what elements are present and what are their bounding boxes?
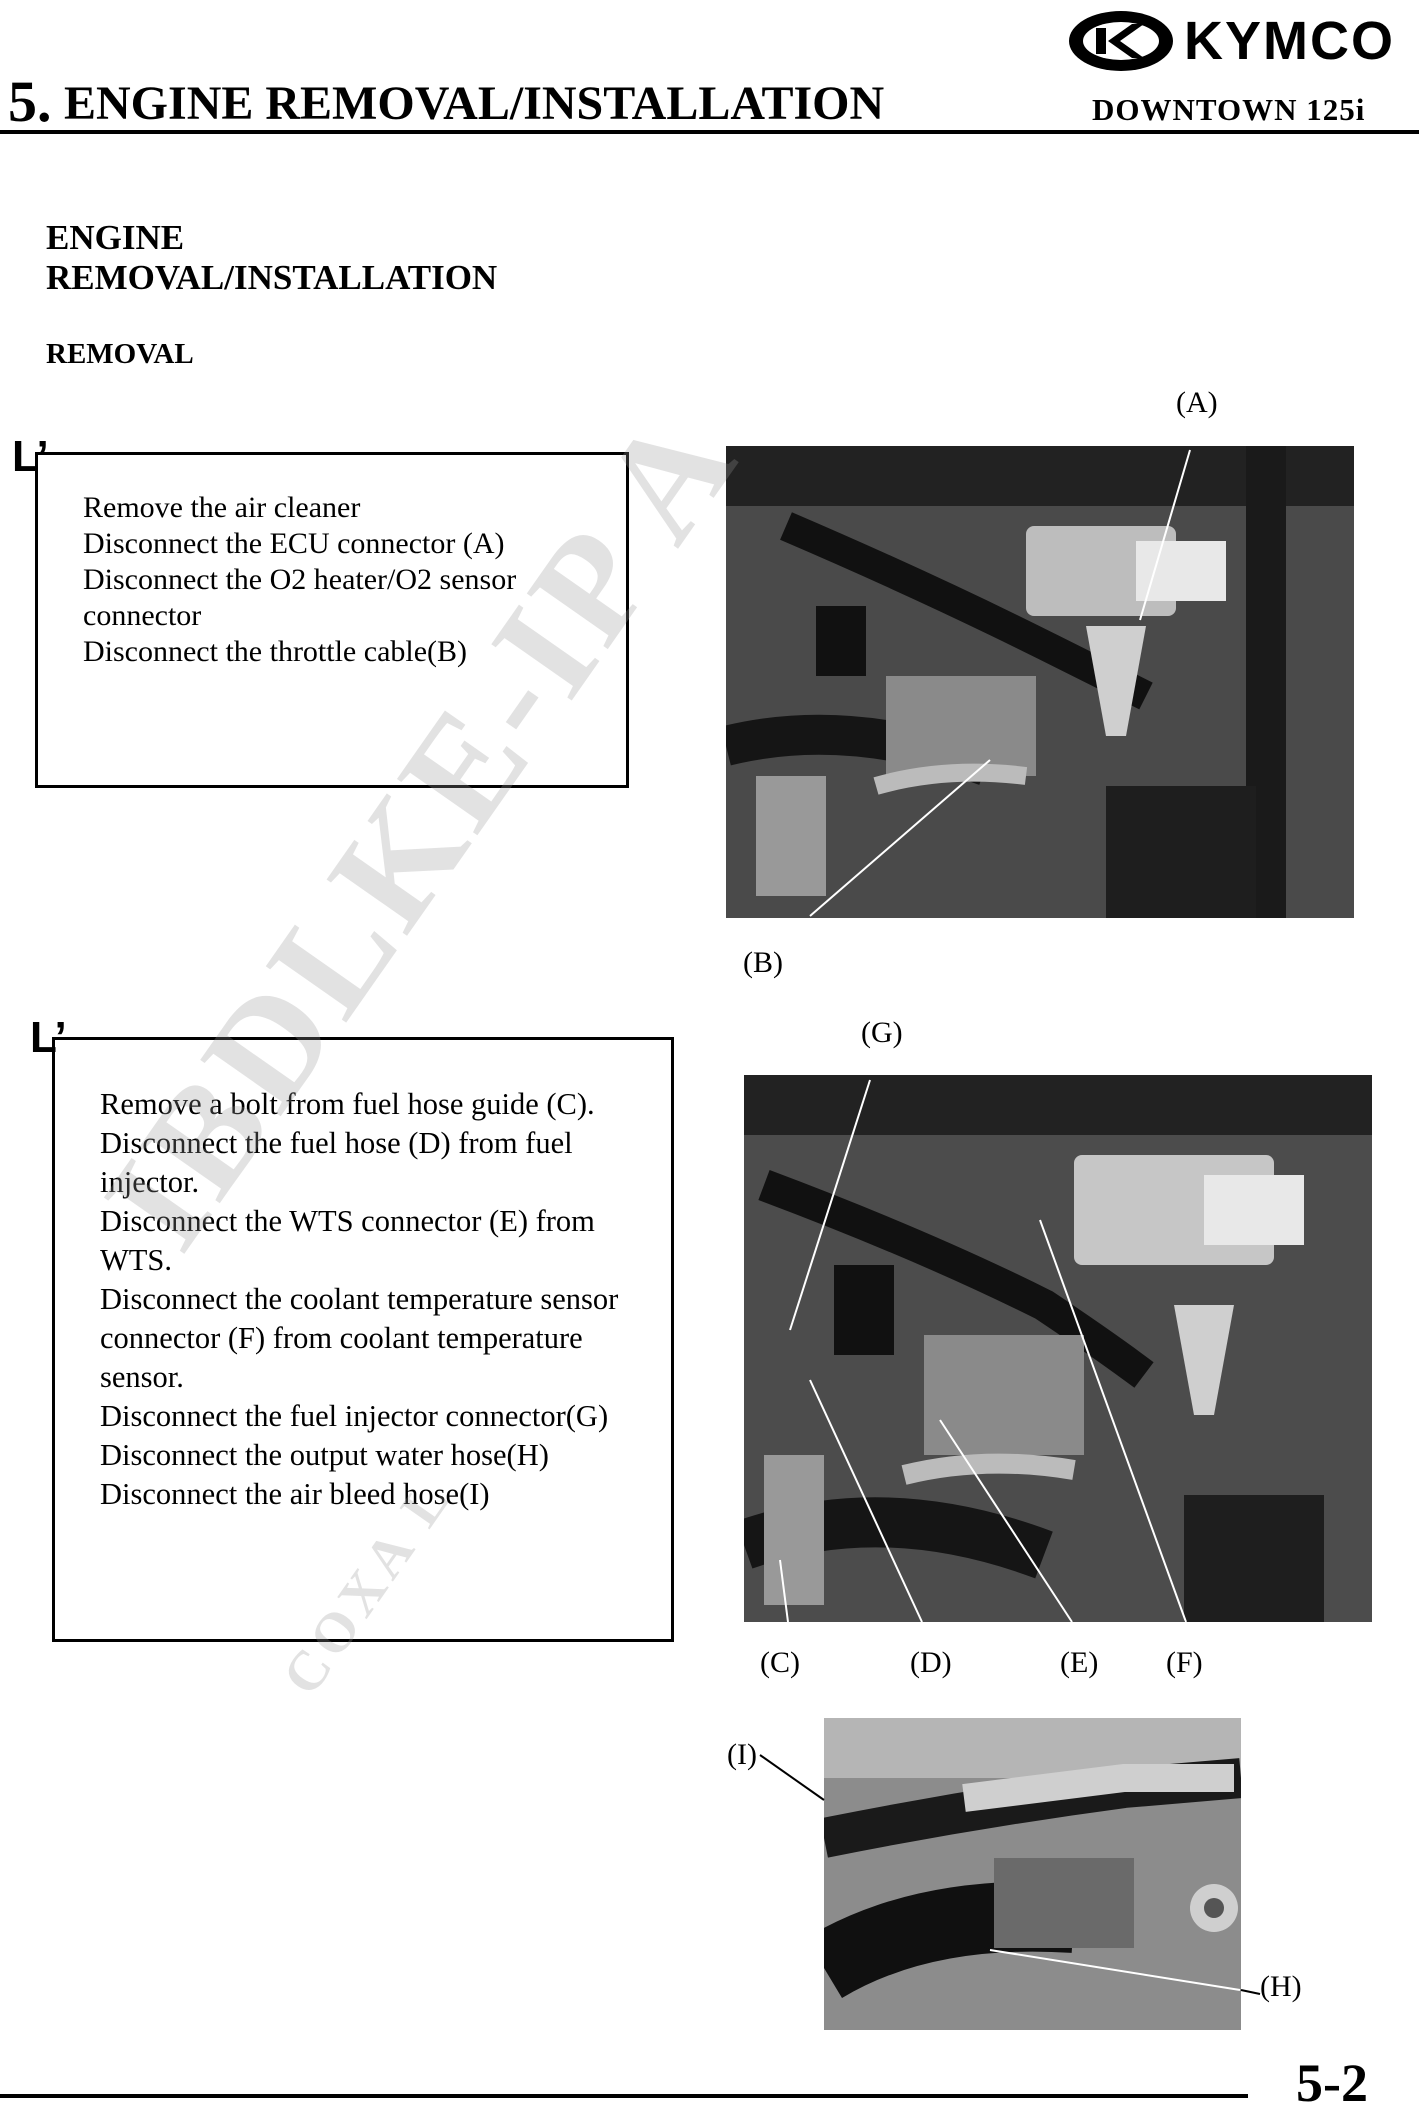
kymco-emblem-icon — [1069, 11, 1173, 71]
page-number: 5-2 — [1296, 2053, 1368, 2113]
instruction-line: Disconnect the WTS connector (E) from WT… — [100, 1204, 595, 1277]
label-b: (B) — [743, 946, 783, 979]
instruction-line: Disconnect the ECU connector (A) — [83, 527, 505, 560]
label-a: (A) — [1176, 386, 1218, 419]
label-f: (F) — [1166, 1646, 1203, 1679]
instruction-line: Disconnect the fuel hose (D) from fuel i… — [100, 1126, 573, 1199]
kymco-logo: KYMCO — [1066, 6, 1414, 76]
instruction-list-2: Remove a bolt from fuel hose guide (C). … — [100, 1085, 670, 1514]
chapter-number: 5. — [8, 69, 52, 134]
engine-photo-throttle-body — [726, 446, 1354, 918]
engine-photo-connectors — [744, 1075, 1372, 1622]
label-g: (G) — [861, 1016, 903, 1049]
instruction-line: Disconnect the air bleed hose(I) — [100, 1477, 490, 1511]
section-title: ENGINE REMOVAL/INSTALLATION — [46, 218, 498, 297]
instruction-line: Disconnect the O2 heater/O2 sensor conne… — [83, 563, 517, 632]
instruction-box-2 — [52, 1037, 674, 1642]
engine-photo-hoses — [824, 1718, 1241, 2030]
label-e: (E) — [1060, 1646, 1099, 1679]
label-h: (H) — [1260, 1970, 1302, 2003]
header-rule — [0, 130, 1419, 134]
instruction-line: Disconnect the output water hose(H) — [100, 1438, 549, 1472]
step-marker-1: L’ — [12, 432, 49, 481]
instruction-line: Disconnect the coolant temperature senso… — [100, 1282, 619, 1394]
instruction-line: Disconnect the throttle cable(B) — [83, 635, 468, 668]
instruction-line: Disconnect the fuel injector connector(G… — [100, 1399, 609, 1433]
label-c: (C) — [760, 1646, 800, 1679]
subsection-title: REMOVAL — [46, 338, 194, 370]
model-name: DOWNTOWN 125i — [1092, 92, 1366, 127]
chapter-title: ENGINE REMOVAL/INSTALLATION — [64, 77, 885, 130]
footer-rule — [0, 2094, 1248, 2098]
instruction-line: Remove a bolt from fuel hose guide (C). — [100, 1087, 595, 1121]
instruction-list-1: Remove the air cleaner Disconnect the EC… — [83, 490, 613, 670]
label-i: (I) — [727, 1738, 757, 1771]
instruction-line: Remove the air cleaner — [83, 491, 361, 524]
brand-wordmark: KYMCO — [1184, 11, 1395, 71]
instruction-box-1 — [35, 452, 629, 788]
label-d: (D) — [910, 1646, 952, 1679]
